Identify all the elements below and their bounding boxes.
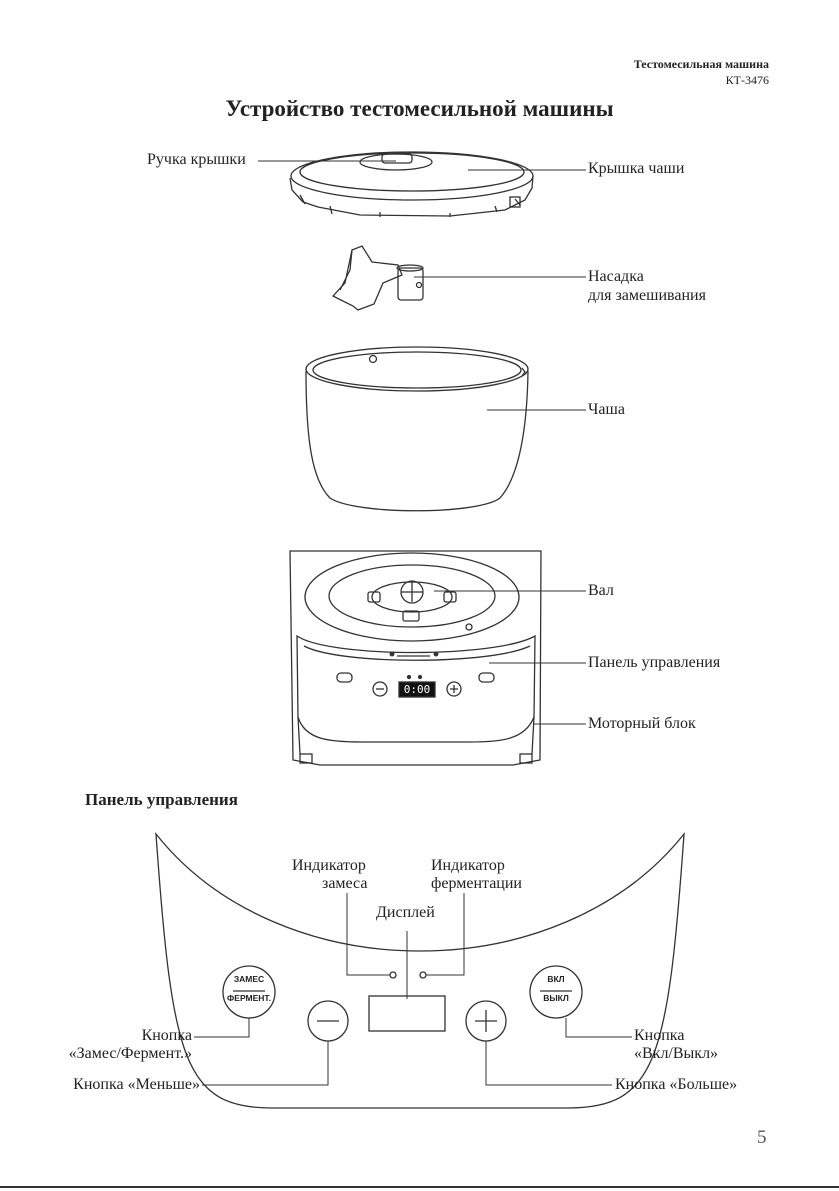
power-button-text-top: ВКЛ bbox=[547, 974, 565, 984]
mode-button-label-line2: «Замес/Фермент.» bbox=[68, 1045, 192, 1062]
display-label: Дисплей bbox=[376, 904, 435, 921]
shaft-label: Вал bbox=[588, 582, 614, 599]
mode-button-label: Кнопка bbox=[141, 1027, 192, 1044]
page-title: Устройство тестомесильной машины bbox=[225, 96, 614, 121]
bowl-lid-drawing bbox=[289, 151, 534, 217]
power-button-label-line2: «Вкл/Выкл» bbox=[634, 1045, 719, 1062]
part-leader-lines bbox=[258, 160, 586, 725]
mode-button-text-top: ЗАМЕС bbox=[233, 974, 265, 984]
control-panel-diagram bbox=[155, 831, 685, 1109]
kneader-drawing bbox=[331, 245, 424, 311]
panel-section-title: Панель управления bbox=[85, 790, 238, 809]
motor-block-label: Моторный блок bbox=[588, 715, 696, 732]
kneader-label-line2: для замешивания bbox=[588, 287, 706, 304]
power-button-text-bottom: ВЫКЛ bbox=[543, 993, 569, 1003]
lid-handle-drawing bbox=[359, 153, 433, 171]
bowl-label: Чаша bbox=[588, 401, 625, 418]
device-display: 0:00 bbox=[403, 683, 431, 696]
header-model: КТ-3476 bbox=[725, 73, 769, 87]
panel-leader-lines bbox=[194, 893, 632, 1086]
page-bottom-rule bbox=[0, 1186, 839, 1188]
bowl-lid-label: Крышка чаши bbox=[588, 160, 685, 177]
header-product-name: Тестомесильная машина bbox=[633, 57, 769, 71]
fermentation-indicator-label-line2: ферментации bbox=[431, 875, 522, 892]
mode-button-text-bottom: ФЕРМЕНТ. bbox=[227, 993, 271, 1003]
control-panel-label: Панель управления bbox=[588, 654, 721, 671]
minus-button-label: Кнопка «Меньше» bbox=[73, 1076, 200, 1093]
motor-base-drawing bbox=[289, 550, 542, 766]
plus-button-label: Кнопка «Больше» bbox=[615, 1076, 738, 1093]
fermentation-indicator-label: Индикатор bbox=[431, 857, 505, 874]
kneading-indicator-label: Индикатор bbox=[292, 857, 366, 874]
bowl-drawing bbox=[305, 346, 529, 512]
lid-handle-label: Ручка крышки bbox=[147, 151, 246, 168]
page-number: 5 bbox=[757, 1127, 767, 1148]
kneader-label: Насадка bbox=[588, 268, 644, 285]
kneading-indicator-label-line2: замеса bbox=[322, 875, 368, 892]
power-button-label: Кнопка bbox=[634, 1027, 685, 1044]
